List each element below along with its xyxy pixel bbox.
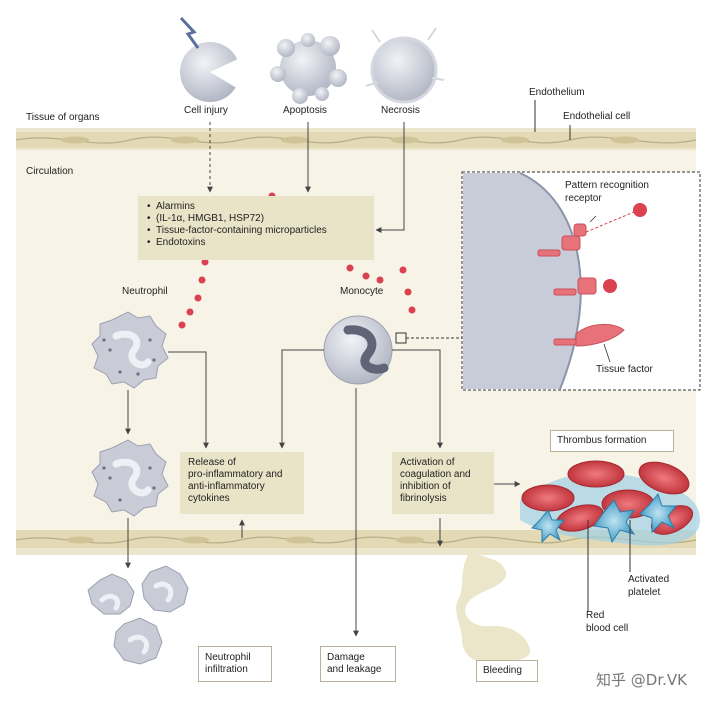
neutrophil-infiltration-line-1: Neutrophil <box>205 652 251 663</box>
cytokine-line-4: cytokines <box>188 493 230 504</box>
necrosis-label: Necrosis <box>381 105 420 116</box>
bleeding-label: Bleeding <box>483 665 522 676</box>
damage-line-2: and leakage <box>327 664 382 675</box>
cytokine-line-2: pro-inflammatory and <box>188 469 283 480</box>
thrombus-formation-box: Thrombus formation <box>550 430 674 452</box>
coag-line-4: fibrinolysis <box>400 493 447 504</box>
coagulation-box: Activation of coagulation and inhibition… <box>392 452 494 514</box>
monocyte-cell <box>323 315 462 385</box>
particles-neutrophil-trail <box>178 258 209 329</box>
circulation-label: Circulation <box>26 166 74 177</box>
damage-line-1: Damage <box>327 652 365 663</box>
cytokine-line-3: anti-inflammatory <box>188 481 265 492</box>
cell-injury-graphic <box>179 16 240 102</box>
neutrophil-cell-1 <box>91 311 169 389</box>
damp-item-alarmins: Alarmins <box>147 201 366 213</box>
damp-item-endotoxins: Endotoxins <box>147 237 366 249</box>
thrombus-graphic <box>520 460 700 612</box>
coag-line-2: coagulation and <box>400 469 471 480</box>
cytokine-line-1: Release of <box>188 457 236 468</box>
damage-leakage-box: Damage and leakage <box>320 646 396 682</box>
tissue-factor-label: Tissue factor <box>596 364 653 375</box>
neutrophil-infiltration-cells <box>87 565 189 665</box>
activated-platelet-label-2: platelet <box>628 587 661 598</box>
bleeding-pool <box>456 548 530 662</box>
top-endothelium <box>15 132 697 148</box>
red-blood-cell-label-2: blood cell <box>586 623 629 634</box>
coag-line-1: Activation of <box>400 457 455 468</box>
pattern-recognition-label-1: Pattern recognition <box>565 180 649 191</box>
activated-platelet-label-1: Activated <box>628 574 670 585</box>
apoptosis-graphic <box>270 33 347 104</box>
coag-line-3: inhibition of <box>400 481 451 492</box>
receptor-inset <box>461 171 701 391</box>
bleeding-box: Bleeding <box>476 660 538 682</box>
damp-item-microparticles: Tissue-factor-containing microparticles <box>147 225 366 237</box>
damp-item-alarmin-examples: (IL-1α, HMGB1, HSP72) <box>147 213 366 225</box>
neutrophil-cell-2 <box>91 439 169 517</box>
watermark: 知乎 @Dr.VK <box>596 671 687 689</box>
particles-monocyte-trail <box>346 264 416 314</box>
cell-injury-label: Cell injury <box>184 105 228 116</box>
neutrophil-label: Neutrophil <box>122 286 168 297</box>
endothelial-cell-label: Endothelial cell <box>563 111 631 122</box>
monocyte-label: Monocyte <box>340 286 384 297</box>
apoptosis-label: Apoptosis <box>283 105 327 116</box>
neutrophil-infiltration-line-2: infiltration <box>205 664 248 675</box>
neutrophil-infiltration-box: Neutrophil infiltration <box>198 646 272 682</box>
cytokine-box: Release of pro-inflammatory and anti-inf… <box>180 452 304 514</box>
damp-item-alarmin-examples-text: (IL-1α, HMGB1, HSP72) <box>156 213 265 224</box>
necrosis-graphic <box>364 27 445 110</box>
pattern-recognition-label-2: receptor <box>565 193 602 204</box>
thrombus-formation-label: Thrombus formation <box>557 435 647 446</box>
tissue-of-organs-label: Tissue of organs <box>26 112 100 123</box>
red-blood-cell-label-1: Red <box>586 610 605 621</box>
damp-box: Alarmins (IL-1α, HMGB1, HSP72) Tissue-fa… <box>138 196 374 260</box>
endothelium-label: Endothelium <box>529 87 585 98</box>
